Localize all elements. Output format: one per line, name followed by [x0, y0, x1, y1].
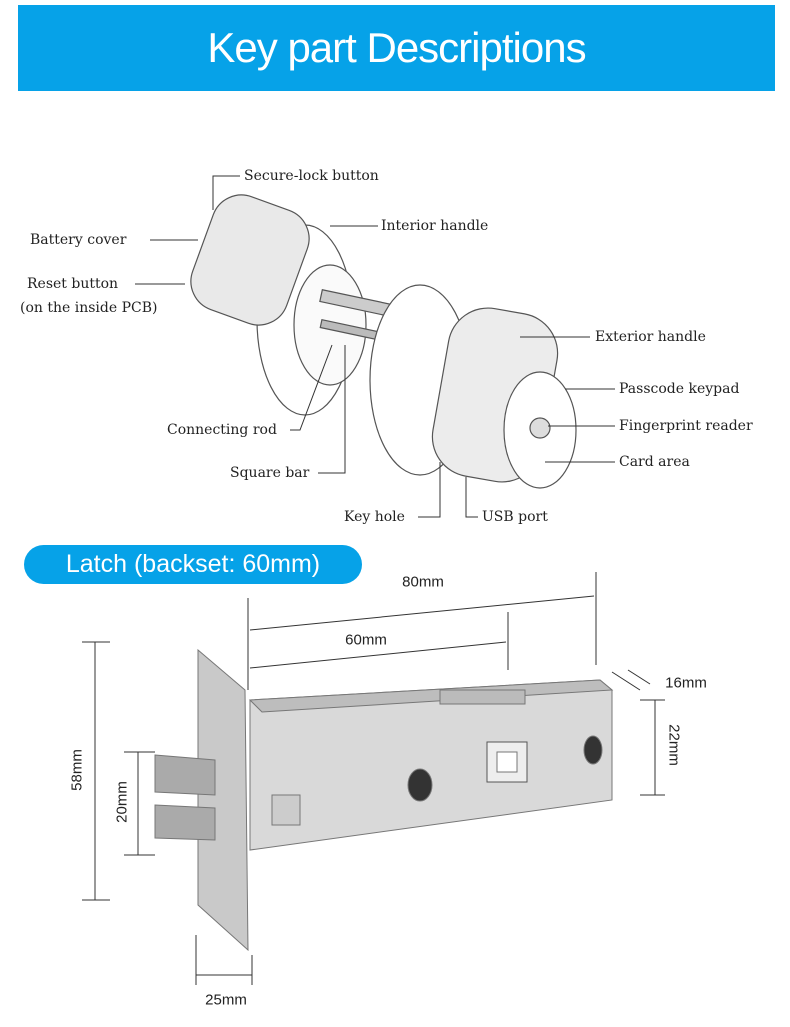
- label-square-bar: Square bar: [230, 465, 310, 481]
- dim-faceplate-width: 25mm: [205, 991, 247, 1009]
- dim-length-total: 80mm: [402, 573, 444, 591]
- dim-thickness: 16mm: [665, 674, 707, 692]
- label-key-hole: Key hole: [344, 509, 405, 525]
- dim-faceplate-height: 58mm: [68, 749, 86, 791]
- label-passcode-keypad: Passcode keypad: [619, 381, 740, 397]
- label-battery-cover: Battery cover: [30, 232, 127, 248]
- label-reset-button-note: (on the inside PCB): [20, 300, 158, 316]
- page-title-banner: Key part Descriptions: [18, 5, 775, 91]
- latch-section-title: Latch (backset: 60mm): [24, 545, 362, 584]
- latch-drawing: [154, 648, 614, 952]
- dim-backset: 60mm: [345, 631, 387, 649]
- label-interior-handle: Interior handle: [381, 218, 489, 234]
- label-card-area: Card area: [619, 454, 690, 470]
- label-fingerprint-reader: Fingerprint reader: [619, 418, 753, 434]
- interior-handle-drawing: [190, 194, 431, 416]
- exterior-handle-drawing: [369, 284, 577, 489]
- dim-bolt-height: 20mm: [113, 781, 131, 823]
- page-title: Key part Descriptions: [207, 24, 586, 71]
- dim-body-height: 22mm: [665, 724, 683, 766]
- label-secure-lock-button: Secure-lock button: [244, 168, 379, 184]
- leader-lines: [135, 175, 615, 518]
- latch-title-text: Latch (backset: 60mm): [65, 550, 321, 578]
- label-connecting-rod: Connecting rod: [167, 422, 277, 438]
- label-usb-port: USB port: [482, 509, 548, 525]
- dimension-lines: [82, 572, 665, 985]
- label-reset-button: Reset button: [27, 276, 119, 292]
- label-exterior-handle: Exterior handle: [595, 329, 706, 345]
